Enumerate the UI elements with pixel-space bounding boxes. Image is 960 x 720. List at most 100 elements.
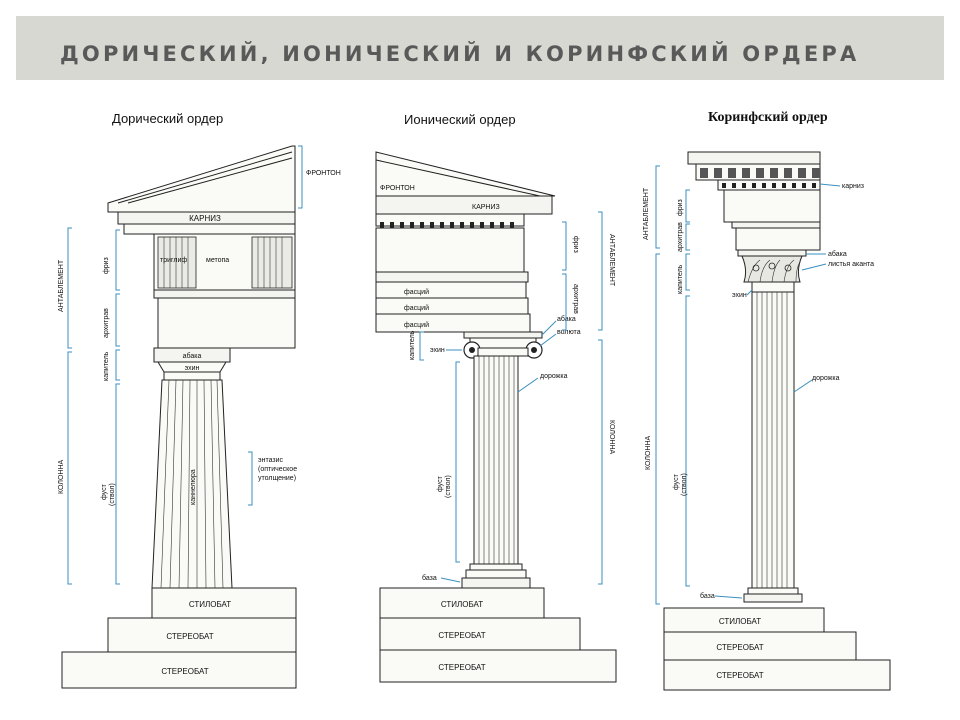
corinthian-fust-label: фуст(ствол) <box>673 473 688 496</box>
ionic-friz <box>375 227 525 273</box>
ionic-baza-label: база <box>422 574 437 582</box>
corinthian-abaka <box>737 249 807 257</box>
corinthian-flutes <box>756 292 788 588</box>
corinthian-arkhitrav <box>735 227 821 251</box>
doric-ekhin-label: эхин <box>185 365 200 372</box>
ionic-base-torus-top <box>469 563 523 571</box>
doric-fronton-bracket <box>298 145 303 209</box>
corinthian-fust-bracket <box>685 295 690 587</box>
ionic-fasciy-3 <box>375 313 531 333</box>
ionic-antablement-bracket <box>598 211 603 331</box>
corinthian-dorozhka-label: дорожка <box>812 375 840 382</box>
doric-fust-bracket <box>115 383 120 585</box>
corinthian-stilobat <box>663 607 825 633</box>
ionic-fasciy-1-label: фасций <box>404 288 429 296</box>
corinthian-friz-bracket <box>685 189 690 223</box>
doric-necking <box>163 371 221 381</box>
doric-flutes <box>160 379 224 589</box>
corinthian-arkhitrav-bracket <box>685 223 690 251</box>
doric-cornice-soffit <box>123 223 296 235</box>
corinthian-heading: Коринфский ордер <box>708 110 828 125</box>
ionic-ekhin-label: эхин <box>430 347 445 354</box>
corinthian-karniz-leader <box>819 183 841 187</box>
ionic-order: Ионический ордер ФРОНТОН КАРНИЗ фасций ф… <box>375 112 617 683</box>
doric-arkhitrav-label: архитрав <box>103 308 110 338</box>
corinthian-kolonna-bracket <box>655 253 660 605</box>
ionic-dorozhka-leader <box>517 377 539 393</box>
ionic-fasciy-3-label: фасций <box>404 321 429 329</box>
corinthian-stilobat-label: СТИЛОБАТ <box>719 617 761 626</box>
ionic-flutes <box>478 356 515 564</box>
doric-abaka-label: абака <box>183 352 202 360</box>
title-banner: ДОРИЧЕСКИЙ, ИОНИЧЕСКИЙ И КОРИНФСКИЙ ОРДЕ… <box>16 16 944 80</box>
doric-friz-bracket <box>115 229 120 291</box>
doric-antablement-label: АНТАБЛЕМЕНТ <box>58 259 65 312</box>
corinthian-dentil-blocks <box>722 183 816 188</box>
doric-arkhitrav-bracket <box>115 293 120 347</box>
ionic-volute-band <box>469 337 537 349</box>
doric-fronton-inner-line <box>117 151 293 204</box>
ionic-kapitel-label: капитель <box>409 330 416 360</box>
corinthian-architrave-band <box>731 221 821 229</box>
doric-fronton-inner-line-2 <box>127 157 293 204</box>
corinthian-listya-label: листья аканта <box>828 261 874 268</box>
corinthian-antablement-bracket <box>655 165 660 249</box>
ionic-fasciy-1 <box>375 281 527 299</box>
corinthian-stereobat-2 <box>663 659 891 691</box>
doric-friz-label: фриз <box>103 257 110 274</box>
ionic-stilobat-label: СТИЛОБАТ <box>441 600 483 609</box>
ionic-fronton-label: ФРОНТОН <box>380 185 415 192</box>
ionic-karniz-label: КАРНИЗ <box>472 204 500 211</box>
ionic-stereobat-2-label: СТЕРЕОБАТ <box>438 663 485 672</box>
doric-entasis-bracket <box>248 451 253 506</box>
ionic-fust <box>473 355 519 565</box>
corinthian-base-plinth <box>743 593 803 603</box>
ionic-abaka-leader <box>541 320 557 336</box>
ionic-dentils <box>380 222 514 228</box>
ionic-stereobat-2 <box>379 649 617 683</box>
doric-kolonna-bracket <box>67 351 72 585</box>
ionic-antablement-label: АНТАБЛЕМЕНТ <box>608 234 615 287</box>
ionic-voluta-label: волюта <box>557 329 581 336</box>
corinthian-kolonna-label: КОЛОННА <box>645 435 652 470</box>
corinthian-karniz-label: карниз <box>842 183 864 190</box>
ionic-baza-leader <box>440 577 461 583</box>
doric-heading: Дорический ордер <box>112 111 223 126</box>
ionic-heading: Ионический ордер <box>404 112 516 127</box>
corinthian-modillion-blocks <box>700 168 820 178</box>
doric-karniz-label: КАРНИЗ <box>189 214 221 223</box>
corinthian-friz <box>723 189 821 223</box>
ionic-fasciy-2 <box>375 297 529 315</box>
ionic-kolonna-bracket <box>598 339 603 585</box>
doric-triglyph-right <box>251 236 293 289</box>
ionic-fust-bracket <box>455 361 460 563</box>
doric-triglyph-left <box>157 236 197 289</box>
corinthian-baza-leader <box>714 595 743 599</box>
corinthian-stereobat-1-label: СТЕРЕОБАТ <box>716 643 763 652</box>
doric-fronton-label: ФРОНТОН <box>306 170 341 177</box>
doric-entasis-label: энтазис (оптическое утолщение) <box>258 457 299 482</box>
ionic-stereobat-1-label: СТЕРЕОБАТ <box>438 631 485 640</box>
corinthian-cornice-top <box>687 151 821 165</box>
ionic-voluta-leader <box>539 333 557 347</box>
corinthian-friz-label: фриз <box>677 199 684 216</box>
ionic-base-plinth <box>461 577 531 589</box>
corinthian-listya-leader <box>801 263 827 271</box>
ionic-fasciy-2-label: фасций <box>404 304 429 312</box>
corinthian-kapitel-bracket <box>685 253 690 291</box>
ionic-karniz <box>375 195 553 215</box>
corinthian-ekhin <box>751 281 795 293</box>
corinthian-baza-label: база <box>700 592 715 600</box>
ionic-ekhin <box>477 347 529 357</box>
ionic-stereobat-1 <box>379 617 581 651</box>
doric-taenia <box>153 289 296 299</box>
corinthian-antablement-label: АНТАБЛЕМЕНТ <box>643 187 650 240</box>
ionic-architrave-top <box>375 271 529 283</box>
ionic-kapitel-bracket <box>419 331 424 361</box>
doric-fust-label: фуст(ствол) <box>101 483 116 506</box>
doric-antablement-bracket <box>67 227 72 349</box>
corinthian-fust <box>751 291 795 589</box>
corinthian-order: Коринфский ордер карниз <box>643 110 891 691</box>
ionic-friz-label: фриз <box>572 236 579 253</box>
